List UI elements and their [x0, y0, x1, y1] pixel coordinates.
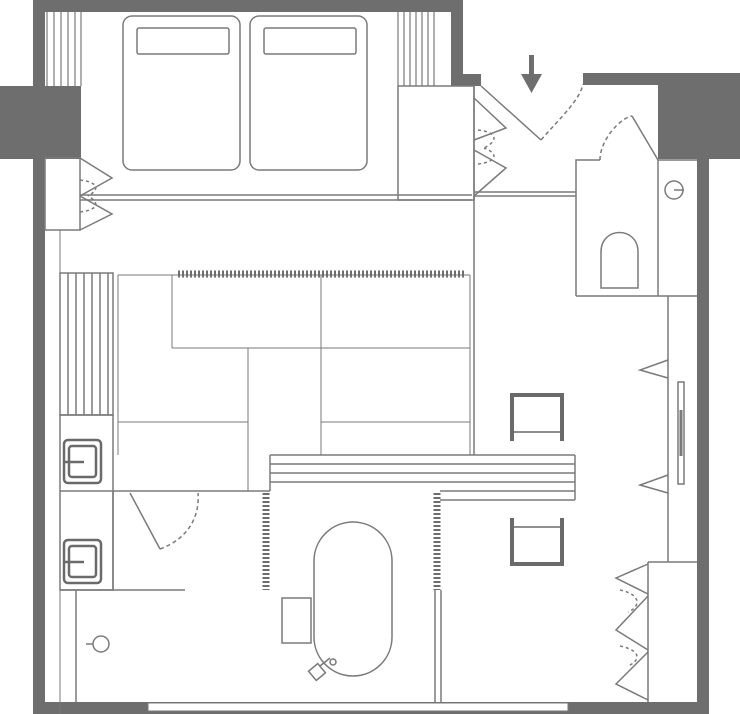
- double-bed-right: [249, 15, 368, 171]
- chair-lower: [510, 518, 564, 566]
- bath-stool: [281, 597, 312, 644]
- wardrobe: [397, 85, 508, 201]
- bathroom: [269, 454, 576, 702]
- basin-upper: [62, 438, 103, 485]
- basin-lower: [62, 538, 103, 585]
- faucet-icon: [307, 657, 337, 682]
- window-bottom: [147, 702, 569, 712]
- bathtub: [313, 521, 393, 677]
- arrow-down-icon: [521, 55, 542, 93]
- chair-upper: [510, 393, 564, 441]
- entrance: [473, 83, 584, 455]
- curtain-left: [46, 12, 82, 86]
- wash-door: [113, 490, 270, 550]
- curtain-right: [397, 12, 435, 86]
- toilet-room: [575, 115, 697, 297]
- toilet: [600, 231, 639, 289]
- bedroom-left-door: [44, 157, 114, 231]
- bedroom: [46, 12, 472, 201]
- wash-area: [59, 414, 185, 702]
- double-bed-left: [122, 15, 241, 171]
- closet: [614, 296, 697, 702]
